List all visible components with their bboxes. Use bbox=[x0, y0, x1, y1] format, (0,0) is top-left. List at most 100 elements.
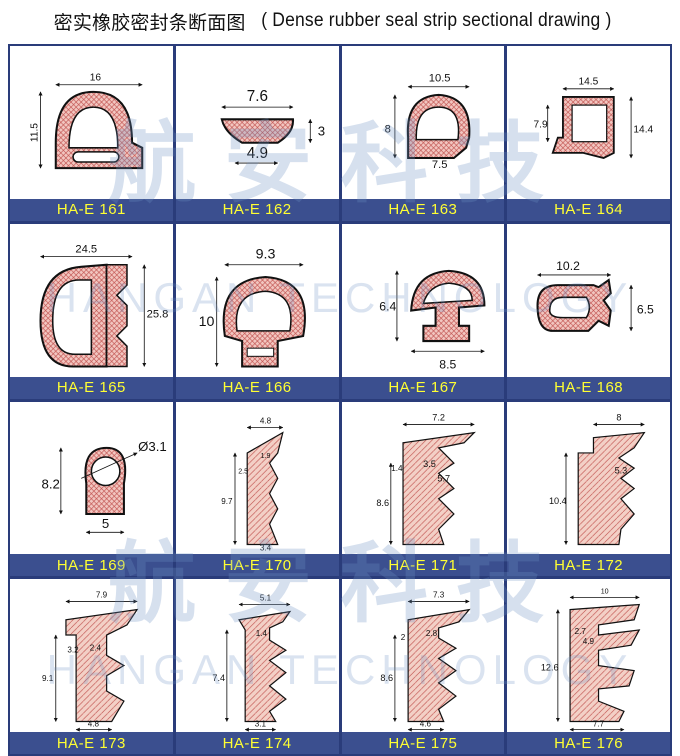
cell-ha-e-169: Ø3.1 8.2 5 HA-E 169 bbox=[10, 401, 173, 577]
dim-label: 7.6 bbox=[247, 88, 268, 105]
dim-label: 9.3 bbox=[255, 246, 275, 262]
cell-ha-e-165: 24.5 25.8 HA-E 165 bbox=[10, 223, 173, 399]
cell-ha-e-173: 7.9 3.2 2.4 9.1 4.8 HA-E 173 bbox=[10, 579, 173, 754]
dim-label: 10.4 bbox=[549, 495, 567, 505]
dim-label: 6.4 bbox=[379, 299, 396, 313]
model-label: HA-E 168 bbox=[507, 376, 670, 399]
dim-label: 3.1 bbox=[255, 720, 267, 729]
model-label: HA-E 170 bbox=[175, 554, 339, 577]
dim-label: 4.6 bbox=[419, 720, 431, 729]
model-label: HA-E 171 bbox=[341, 554, 505, 577]
dim-label: 2 bbox=[400, 633, 405, 642]
dim-label: 5 bbox=[102, 516, 109, 531]
dim-label: 3.2 bbox=[67, 646, 79, 655]
dim-label: 1.4 bbox=[391, 464, 403, 473]
dim-label: 5.1 bbox=[260, 594, 272, 603]
profile-drawing: 10.5 8 7.5 bbox=[384, 73, 470, 171]
cell-ha-e-176: 10 2.7 4.9 12.6 7.7 HA-E 176 bbox=[507, 579, 670, 754]
profile-drawing: 7.3 2 2.8 8.6 4.6 bbox=[380, 591, 471, 732]
dim-label: 9.1 bbox=[42, 674, 54, 683]
model-label: HA-E 173 bbox=[10, 732, 173, 754]
dim-label: 9.7 bbox=[221, 496, 233, 505]
title-en: ( Dense rubber seal strip sectional draw… bbox=[260, 10, 612, 31]
cell-ha-e-168: 10.2 6.5 HA-E 168 bbox=[507, 223, 670, 399]
dim-label: 8.6 bbox=[380, 673, 393, 683]
model-label: HA-E 164 bbox=[507, 198, 670, 221]
profile-drawing: 10.2 6.5 bbox=[536, 259, 654, 332]
model-label: HA-E 175 bbox=[341, 732, 505, 754]
dim-label: 3 bbox=[318, 124, 325, 139]
dim-label: 4.9 bbox=[583, 637, 595, 646]
dim-label: 10.2 bbox=[556, 259, 580, 273]
dim-label: 3.4 bbox=[260, 543, 272, 552]
profile-drawing: 7.2 1.4 3.5 5.7 8.6 bbox=[376, 412, 476, 545]
cell-ha-e-172: 8 5.3 10.4 HA-E 172 bbox=[507, 401, 670, 577]
dim-label: 7.2 bbox=[432, 412, 445, 422]
cell-ha-e-167: 6.4 8.5 HA-E 167 bbox=[341, 223, 505, 399]
dim-label: 7.7 bbox=[593, 720, 605, 729]
profile-drawing: Ø3.1 8.2 5 bbox=[41, 438, 167, 534]
model-label: HA-E 163 bbox=[341, 198, 505, 221]
model-label: HA-E 172 bbox=[507, 554, 670, 577]
dim-label: 8.6 bbox=[376, 497, 389, 507]
dim-label: 10 bbox=[601, 588, 609, 596]
profile-drawing: 7.9 3.2 2.4 9.1 4.8 bbox=[42, 591, 139, 732]
profile-drawing: 6.4 8.5 bbox=[379, 269, 485, 371]
dim-label: 7.3 bbox=[432, 591, 444, 600]
model-label: HA-E 166 bbox=[175, 376, 339, 399]
dim-label: 10 bbox=[198, 314, 214, 330]
dim-label: 7.5 bbox=[431, 159, 447, 171]
cell-ha-e-174: 5.1 1.4 7.4 3.1 HA-E 174 bbox=[175, 579, 339, 754]
cell-ha-e-170: 4.8 1.9 2.5 9.7 3.4 HA-E 170 bbox=[175, 401, 339, 577]
dim-label: 11.5 bbox=[29, 123, 40, 142]
cell-ha-e-163: 10.5 8 7.5 HA-E 163 bbox=[341, 46, 505, 221]
dim-label: 6.5 bbox=[637, 302, 654, 316]
dim-label: 12.6 bbox=[541, 663, 559, 673]
dim-label: 24.5 bbox=[75, 243, 97, 255]
dim-label: 5.7 bbox=[437, 473, 450, 483]
page-title: 密实橡胶密封条断面图 ( Dense rubber seal strip sec… bbox=[0, 0, 680, 42]
profile-drawing: 5.1 1.4 7.4 3.1 bbox=[212, 594, 292, 732]
profile-drawing: 4.8 1.9 2.5 9.7 3.4 bbox=[221, 416, 284, 552]
title-zh: 密实橡胶密封条断面图 bbox=[53, 11, 246, 34]
profile-drawing: 9.3 10 bbox=[198, 246, 306, 368]
profile-drawing: 14.5 7.9 14.4 bbox=[534, 77, 654, 159]
dim-label: 4.9 bbox=[247, 145, 268, 162]
model-label: HA-E 165 bbox=[10, 376, 173, 399]
profile-drawing: 16 11.5 bbox=[29, 73, 144, 170]
dim-label: 4.8 bbox=[260, 416, 272, 425]
model-label: HA-E 174 bbox=[175, 732, 339, 754]
dim-label: 2.4 bbox=[90, 644, 102, 653]
dim-label: 25.8 bbox=[147, 308, 169, 320]
dim-label: 2.5 bbox=[238, 467, 248, 475]
dim-label: 2.8 bbox=[425, 629, 437, 638]
dim-label: 5.3 bbox=[615, 465, 628, 475]
dim-label: 3.5 bbox=[423, 459, 436, 469]
model-label: HA-E 169 bbox=[10, 554, 173, 577]
cell-ha-e-164: 14.5 7.9 14.4 HA-E 164 bbox=[507, 46, 670, 221]
dim-label: 7.9 bbox=[96, 591, 108, 600]
cell-ha-e-166: 9.3 10 HA-E 166 bbox=[175, 223, 339, 399]
dim-label: Ø3.1 bbox=[138, 438, 167, 453]
profile-drawing: 8 5.3 10.4 bbox=[549, 412, 646, 545]
cell-ha-e-171: 7.2 1.4 3.5 5.7 8.6 HA-E 171 bbox=[341, 401, 505, 577]
model-label: HA-E 176 bbox=[507, 732, 670, 754]
dim-label: 14.5 bbox=[579, 77, 599, 88]
dim-label: 2.7 bbox=[575, 627, 587, 636]
dim-label: 10.5 bbox=[428, 73, 450, 85]
dim-label: 1.9 bbox=[260, 452, 270, 460]
dim-label: 4.8 bbox=[88, 720, 100, 729]
dim-label: 8 bbox=[617, 412, 622, 422]
cell-ha-e-161: 16 11.5 HA-E 161 bbox=[10, 46, 173, 221]
dim-label: 8.2 bbox=[41, 476, 59, 491]
model-label: HA-E 167 bbox=[341, 376, 505, 399]
profile-drawing: 24.5 25.8 bbox=[39, 243, 169, 368]
dim-label: 8.5 bbox=[439, 357, 456, 371]
cell-ha-e-175: 7.3 2 2.8 8.6 4.6 HA-E 175 bbox=[341, 579, 505, 754]
dim-label: 14.4 bbox=[634, 125, 654, 136]
profile-drawing: 10 2.7 4.9 12.6 7.7 bbox=[541, 588, 641, 732]
cell-ha-e-162: 7.6 3 4.9 HA-E 162 bbox=[175, 46, 339, 221]
dim-label: 8 bbox=[384, 124, 390, 136]
model-label: HA-E 161 bbox=[10, 198, 173, 221]
profile-drawing: 7.6 3 4.9 bbox=[220, 88, 325, 166]
